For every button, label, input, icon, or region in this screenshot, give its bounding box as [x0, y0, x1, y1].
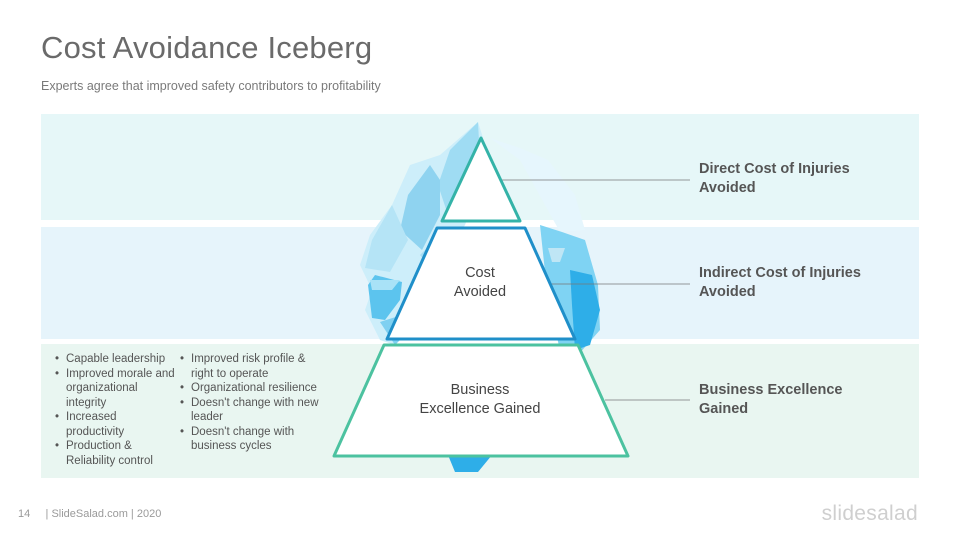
page-number: 14 [18, 508, 31, 520]
page-title: Cost Avoidance Iceberg [41, 30, 373, 65]
middle-tier-label: Cost Avoided [430, 264, 530, 302]
right-label-indirect-cost-line-1: Indirect Cost of Injuries [699, 265, 861, 281]
pyramid-tier-bottom [332, 343, 630, 458]
bullet-item: Organizational resilience [180, 381, 320, 396]
bullet-item: Improved morale and organizational integ… [55, 367, 175, 411]
footer-credit: | SlideSalad.com | 2020 [45, 508, 162, 520]
bullet-item: Capable leadership [55, 352, 175, 367]
pyramid-tier-top [440, 136, 522, 223]
right-label-business-excellence: Business Excellence Gained [699, 381, 899, 419]
bullet-item: Doesn't change with new leader [180, 396, 320, 425]
brand-logo: slidesalad [821, 502, 918, 525]
bottom-tier-label-line-2: Excellence Gained [419, 401, 541, 417]
right-label-business-excellence-line-2: Gained [699, 401, 749, 417]
middle-tier-label-line-2: Avoided [453, 284, 507, 300]
middle-tier-label-line-1: Cost [465, 265, 495, 281]
footer: 14 | SlideSalad.com | 2020 [18, 508, 161, 520]
bottom-tier-label-line-1: Business [450, 382, 510, 398]
bullet-item: Improved risk profile & right to operate [180, 352, 320, 381]
bullet-item: Production & Reliability control [55, 439, 175, 468]
pyramid-tier-middle [385, 226, 577, 341]
bullet-list-right: Improved risk profile & right to operate… [180, 352, 320, 454]
bullet-item: Doesn't change with business cycles [180, 425, 320, 454]
right-label-indirect-cost: Indirect Cost of Injuries Avoided [699, 264, 899, 302]
right-label-direct-cost-line-2: Avoided [699, 180, 756, 196]
page-subtitle: Experts agree that improved safety contr… [41, 79, 381, 93]
right-label-direct-cost: Direct Cost of Injuries Avoided [699, 160, 899, 198]
bottom-tier-label: Business Excellence Gained [400, 381, 560, 419]
bullet-list-left: Capable leadership Improved morale and o… [55, 352, 175, 468]
right-label-business-excellence-line-1: Business Excellence [699, 382, 843, 398]
right-label-direct-cost-line-1: Direct Cost of Injuries [699, 161, 850, 177]
right-label-indirect-cost-line-2: Avoided [699, 284, 756, 300]
bullet-item: Increased productivity [55, 410, 175, 439]
